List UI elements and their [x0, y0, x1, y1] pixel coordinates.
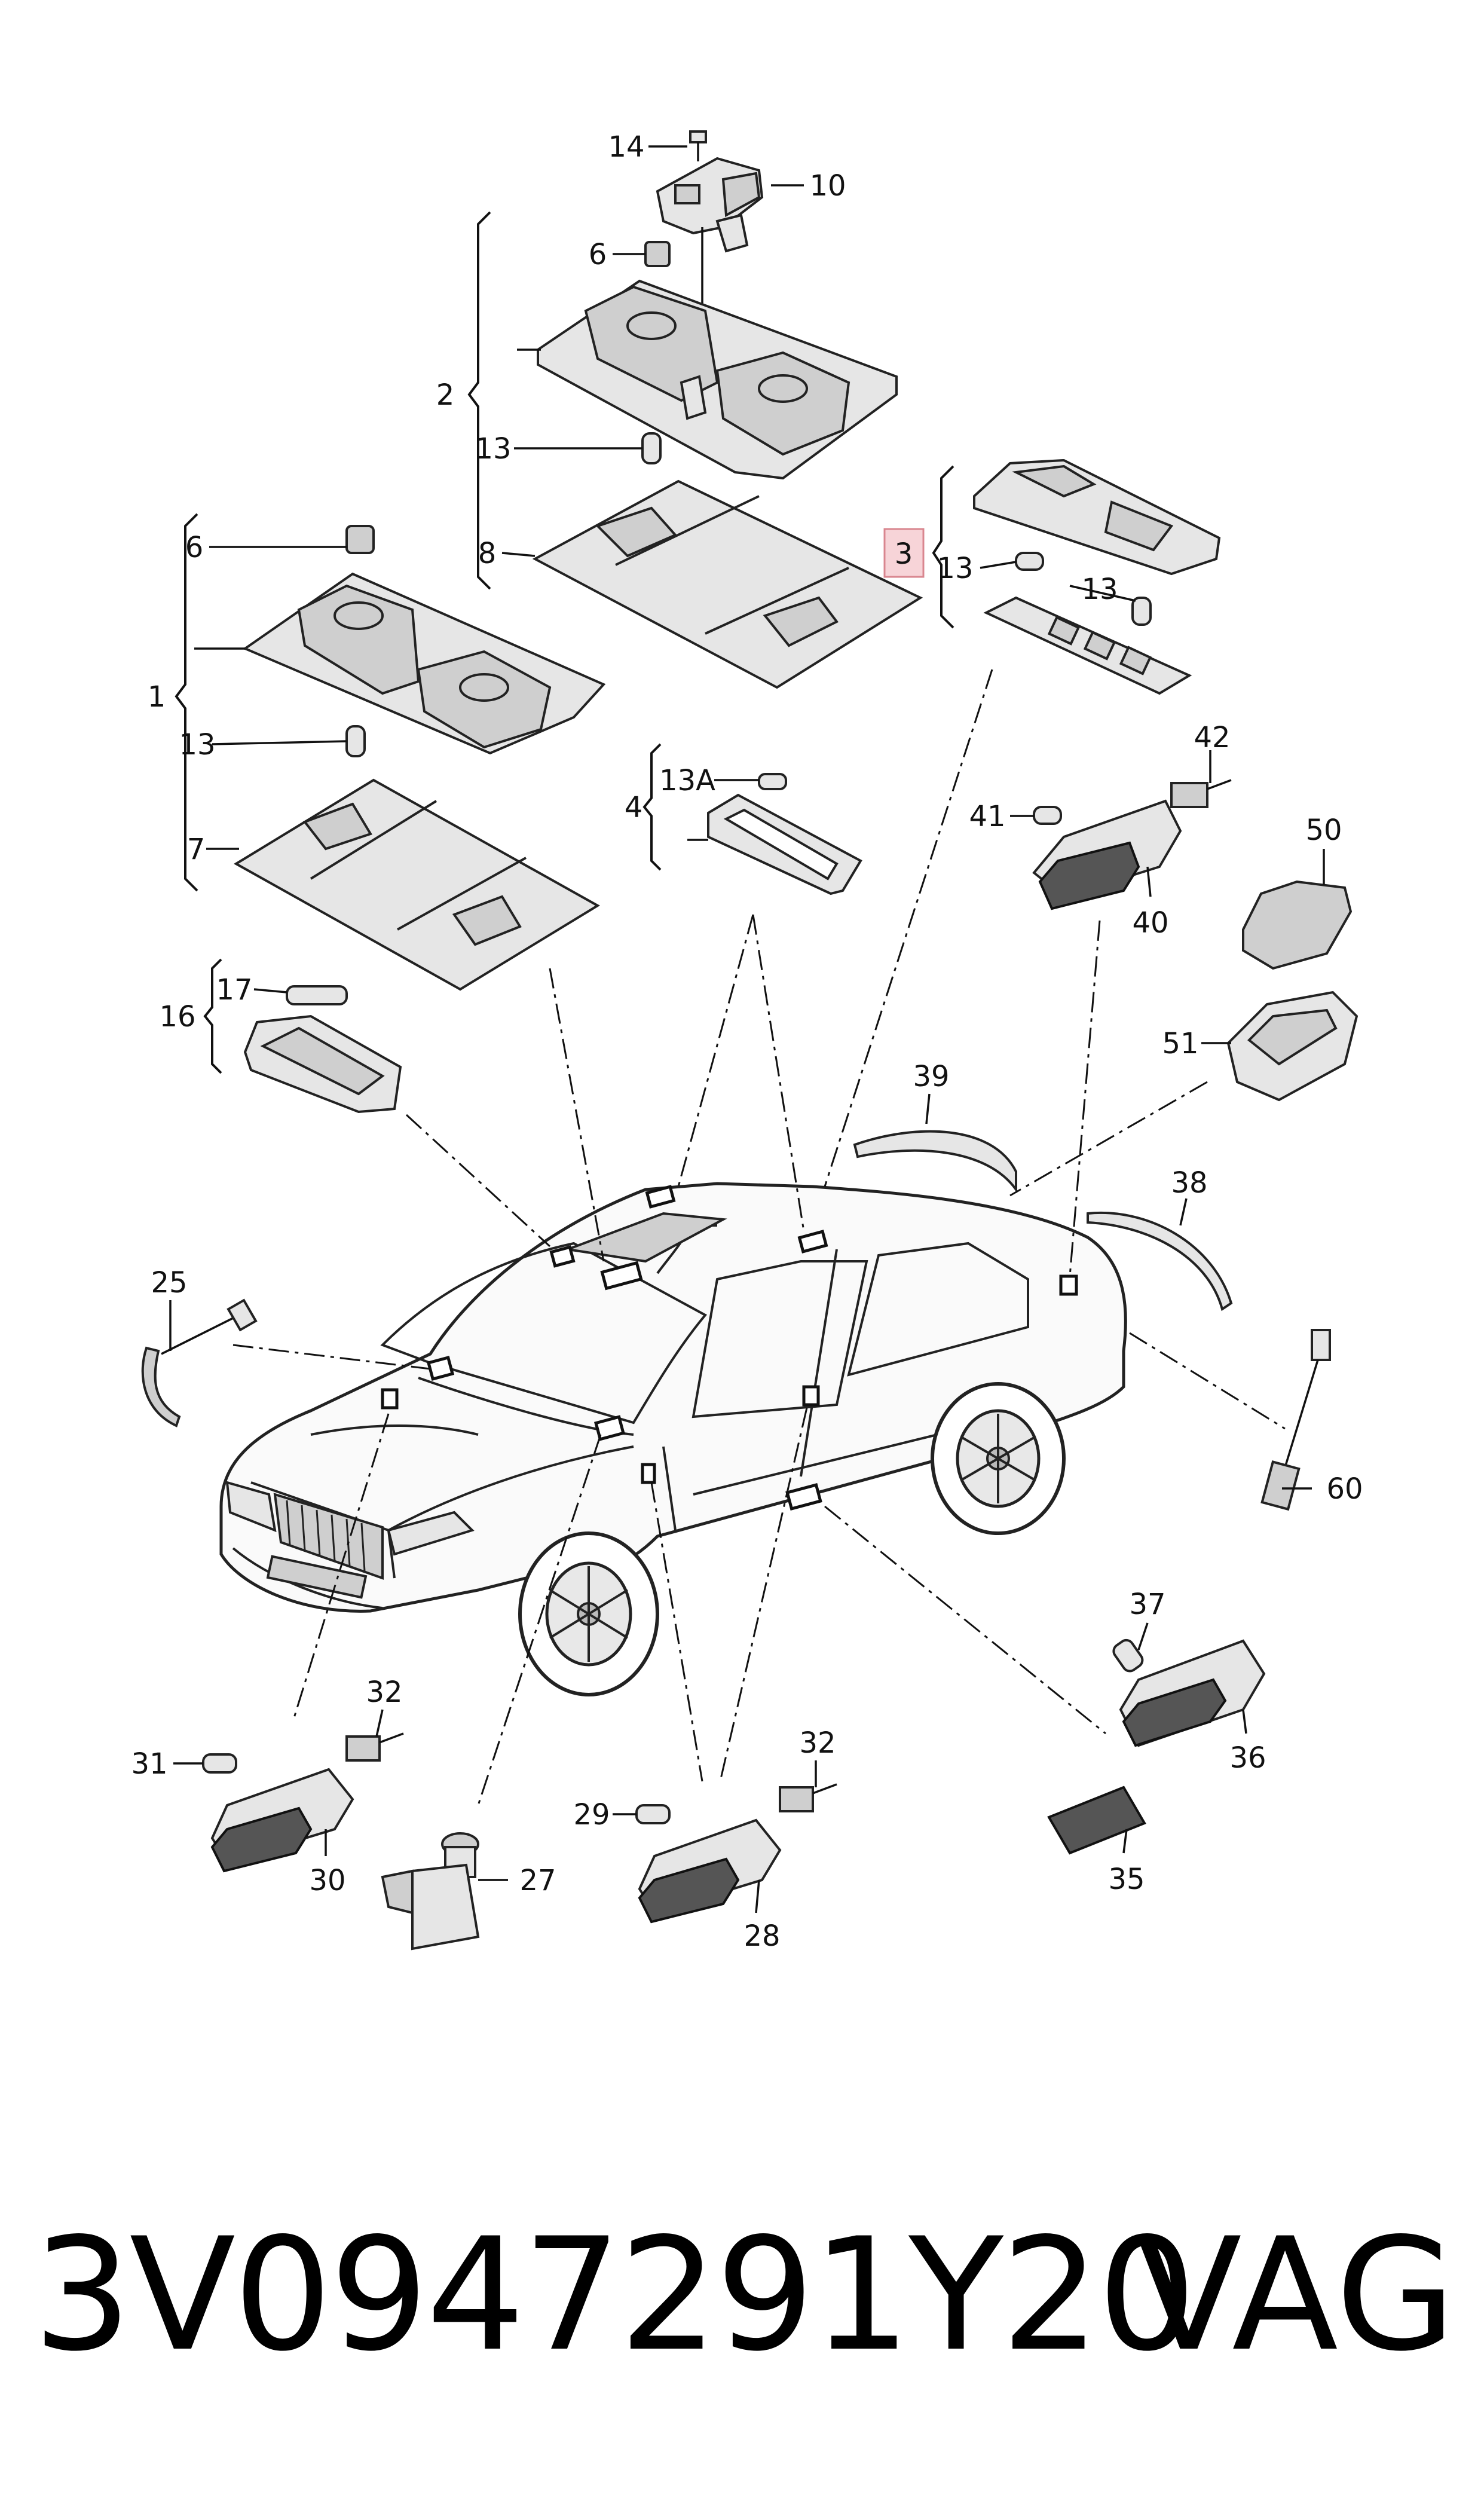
label-40: 40 [1132, 906, 1168, 940]
label-6-top: 6 [589, 238, 607, 271]
part-3-lens-frame [983, 596, 1192, 695]
label-38: 38 [1171, 1166, 1207, 1200]
part-2-housing [537, 279, 898, 480]
label-13-b: 13 [937, 552, 973, 585]
label-39: 39 [913, 1060, 949, 1093]
part-13-bulb-a [641, 432, 662, 464]
label-29: 29 [573, 1798, 610, 1832]
part-13-bulb-d [345, 725, 366, 757]
highlight-box-3 [883, 528, 925, 578]
locator-lines [232, 669, 1286, 1806]
label-8: 8 [478, 537, 497, 570]
label-2: 2 [436, 378, 455, 412]
part-3-housing [973, 458, 1221, 576]
label-30: 30 [309, 1864, 345, 1897]
footer: 3V0947291Y20 VAG [0, 2206, 1484, 2385]
part-35-lens [1047, 1786, 1146, 1855]
label-42: 42 [1194, 721, 1230, 754]
label-32-a: 32 [366, 1676, 402, 1709]
part-36-lamp [1119, 1639, 1266, 1747]
part-27-switch [381, 1832, 480, 1951]
label-7: 7 [187, 833, 206, 866]
label-50: 50 [1305, 814, 1342, 847]
part-28-lamp [638, 1818, 782, 1924]
label-4: 4 [625, 791, 643, 824]
label-14: 14 [608, 130, 644, 164]
label-41: 41 [969, 800, 1005, 833]
part-31-bulb [202, 1753, 237, 1774]
part-16-housing [243, 1014, 402, 1114]
part-51-housing [1226, 990, 1358, 1102]
label-13-d: 13 [179, 728, 215, 762]
label-32-b: 32 [799, 1726, 836, 1760]
part-41-bulb [1033, 806, 1062, 825]
label-35: 35 [1108, 1863, 1145, 1896]
label-27: 27 [519, 1864, 556, 1897]
leader-lines [169, 145, 1325, 1913]
part-29-bulb [635, 1804, 671, 1824]
parts-diagram: 14 10 6 2 13 8 3 13 13 6 1 13 7 4 13A 42… [131, 130, 1363, 1953]
callout-labels: 14 10 6 2 13 8 3 13 13 6 1 13 7 4 13A 42… [131, 130, 1363, 1953]
part-42-connector [1170, 779, 1232, 808]
label-28: 28 [743, 1919, 780, 1953]
part-6-clip-top [644, 241, 671, 267]
part-13-bulb-c [1131, 597, 1152, 626]
car-body [219, 1182, 1127, 1613]
label-51: 51 [1162, 1027, 1198, 1060]
part-32-connector-a [345, 1732, 404, 1762]
part-25-cable [141, 1298, 258, 1427]
label-37: 37 [1129, 1588, 1165, 1621]
label-25: 25 [151, 1266, 187, 1300]
label-36: 36 [1229, 1741, 1266, 1775]
part-13A-bulb [758, 773, 787, 790]
group-braces [175, 211, 954, 1074]
car-location-markers [381, 1185, 1078, 1511]
label-60: 60 [1326, 1472, 1363, 1506]
part-40-lamp [1032, 799, 1182, 910]
part-39-strip [853, 1130, 1017, 1194]
label-13-a: 13 [475, 432, 511, 466]
part-1-housing [242, 572, 606, 755]
label-13-c: 13 [1081, 573, 1118, 606]
label-31: 31 [131, 1747, 167, 1781]
part-50-cap [1242, 880, 1353, 970]
part-13-bulb-b [1015, 552, 1044, 571]
part-7-cover [234, 778, 600, 991]
label-17: 17 [216, 973, 252, 1007]
part-14-screw [689, 130, 707, 161]
part-60-cable [1260, 1329, 1331, 1511]
label-10: 10 [809, 169, 846, 203]
part-number: 3V0947291Y20 [33, 2205, 1197, 2386]
part-10-module [656, 157, 764, 253]
label-16: 16 [159, 1000, 195, 1034]
label-13A: 13A [659, 764, 715, 797]
part-37-bulb [1112, 1638, 1144, 1673]
part-4-frame [707, 793, 862, 895]
part-30-lamp [210, 1768, 354, 1873]
part-32-connector-b [779, 1783, 837, 1812]
car-rear-wheel [931, 1382, 1066, 1535]
part-8-cover [532, 479, 923, 689]
part-17-bulb [286, 985, 348, 1005]
label-1: 1 [148, 680, 166, 714]
label-3: 3 [895, 537, 913, 571]
part-38-strip [1087, 1211, 1233, 1312]
label-6-left: 6 [185, 531, 204, 564]
part-6-clip-left [345, 525, 375, 554]
brand-name: VAG [1136, 2205, 1456, 2386]
